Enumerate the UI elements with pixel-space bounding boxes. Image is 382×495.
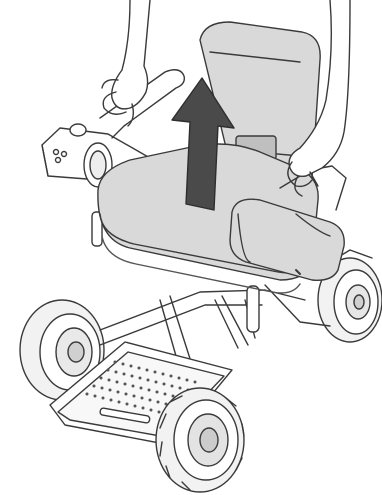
front-omni-wheel (156, 388, 244, 492)
left-hand (102, 0, 150, 126)
